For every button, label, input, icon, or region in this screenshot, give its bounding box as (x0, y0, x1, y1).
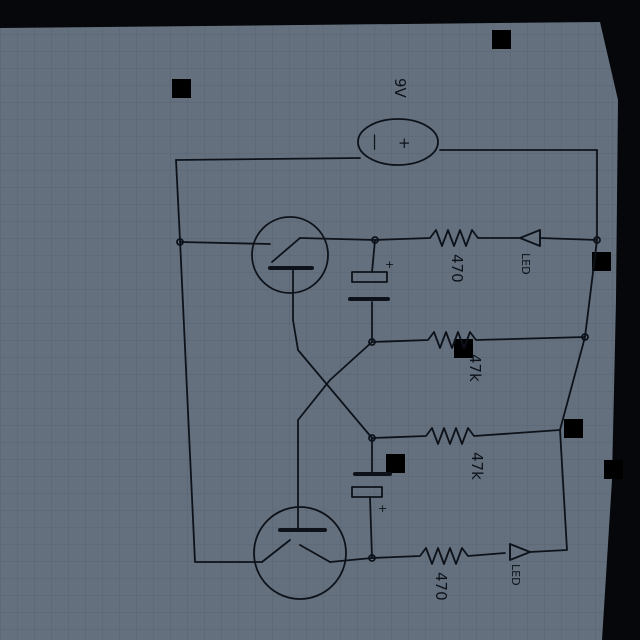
redaction-block (592, 252, 611, 271)
battery-label: 9V (391, 78, 409, 99)
redaction-block (172, 79, 191, 98)
wire-right-rail (529, 149, 598, 553)
transistor-top (179, 216, 376, 321)
resistor-47k-upper-label: 47k (466, 354, 484, 382)
resistor-47k-upper: 47k (371, 331, 586, 382)
redaction-block (564, 419, 583, 438)
led-bottom: LED (509, 543, 531, 586)
cross-wire-a (292, 319, 373, 439)
resistor-470-top-label: 470 (448, 254, 466, 283)
led-bottom-label: LED (509, 564, 522, 586)
wire-top-rail (175, 149, 598, 161)
capacitor-top: + (348, 239, 394, 343)
resistor-470-top: 470 (374, 229, 521, 283)
wire-left-rail (175, 159, 263, 563)
capacitor-bottom-polarity: + (378, 502, 387, 515)
led-top-label: LED (519, 253, 532, 275)
resistor-470-bottom: 470 (371, 547, 506, 601)
resistor-47k-lower: 47k (371, 427, 561, 480)
redaction-block (492, 30, 511, 49)
resistor-470-bottom-label: 470 (432, 572, 450, 601)
redaction-block (604, 460, 623, 479)
capacitor-top-polarity: + (385, 258, 394, 271)
redaction-block (386, 454, 405, 473)
capacitor-bottom: + (351, 437, 392, 559)
graph-paper-grid (0, 22, 618, 640)
battery-minus-mark: | (372, 132, 377, 150)
battery-plus-mark: + (398, 134, 411, 152)
led-top: LED (519, 229, 598, 275)
transistor-bottom (253, 459, 373, 600)
cross-wire-b (297, 341, 373, 461)
battery-9v: | + 9V (357, 78, 439, 166)
junctions (176, 236, 601, 562)
resistor-47k-lower-label: 47k (468, 452, 486, 480)
